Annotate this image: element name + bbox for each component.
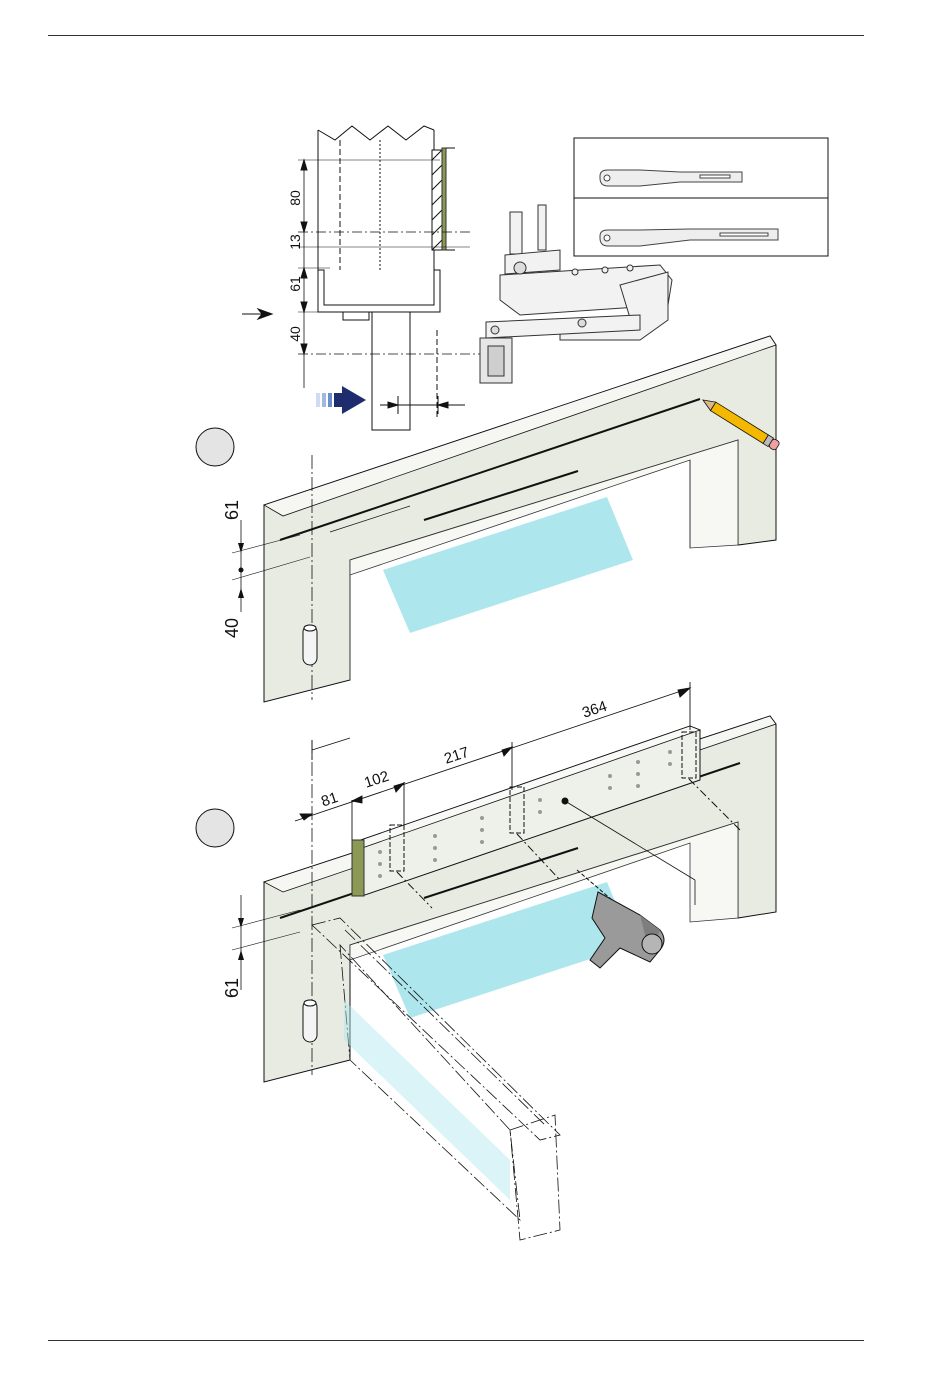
arrow-right-icon xyxy=(316,386,366,414)
dim-61-label: 61 xyxy=(287,276,303,292)
step-2-marker xyxy=(196,809,234,847)
dim-13-label: 13 xyxy=(287,234,303,250)
section-detail xyxy=(242,126,480,430)
step1-frame xyxy=(232,336,776,702)
hinge-pin xyxy=(303,625,317,665)
step1-dim-40: 40 xyxy=(222,618,242,638)
step2-dim-61: 61 xyxy=(222,978,242,998)
hinge-pin-2 xyxy=(303,1000,317,1042)
dim-80-label: 80 xyxy=(287,190,303,206)
arm-variants-box xyxy=(574,138,828,256)
step-1-marker xyxy=(196,428,234,466)
step2-dim-364: 364 xyxy=(580,698,609,722)
step2-dim-102: 102 xyxy=(362,768,391,792)
step2-dim-217: 217 xyxy=(442,744,471,768)
step1-dim-61: 61 xyxy=(222,500,242,520)
dim-40-label: 40 xyxy=(287,326,303,342)
